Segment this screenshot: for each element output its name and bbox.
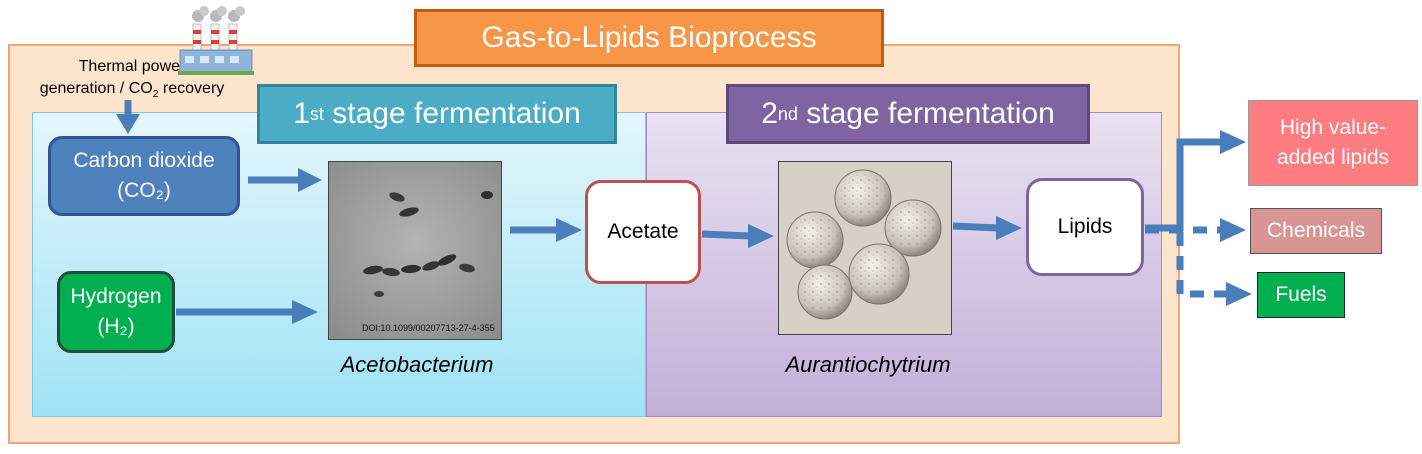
lipids-label: Lipids: [1057, 215, 1113, 238]
chemicals-label: Chemicals: [1266, 219, 1366, 242]
acetate-node: Acetate: [585, 180, 701, 284]
lipids-node: Lipids: [1026, 178, 1144, 276]
diagram-title: Gas-to-Lipids Bioprocess: [414, 9, 884, 67]
title-text: Gas-to-Lipids Bioprocess: [481, 21, 817, 54]
co2-source-suffix: recovery: [158, 80, 225, 97]
chemicals-node: Chemicals: [1250, 208, 1382, 254]
acetobacterium-micrograph: [328, 161, 502, 340]
organism-acetobacterium: Acetobacterium: [340, 352, 494, 377]
stage2-text: stage fermentation: [797, 97, 1055, 130]
co2-label: Carbon dioxide: [73, 149, 215, 172]
acetate-label: Acetate: [607, 220, 679, 243]
acetobacterium-cells-image: [329, 162, 501, 339]
high-value-line2: added lipids: [1276, 146, 1390, 169]
factory-icon: [178, 6, 254, 75]
stage1-text: stage fermentation: [323, 97, 581, 130]
organism-aurantiochytrium: Aurantiochytrium: [785, 352, 951, 377]
aurantiochytrium-cells-image: [779, 162, 951, 334]
h2-label: Hydrogen: [70, 285, 162, 308]
stage1-number: 1: [293, 97, 310, 130]
co2-source-line1: Thermal power: [78, 58, 186, 75]
high-value-line1: High value-: [1279, 116, 1387, 139]
aurantiochytrium-micrograph: [778, 161, 952, 335]
carbon-dioxide-node: Carbon dioxide (CO₂): [48, 136, 240, 216]
h2-formula: (H₂): [97, 315, 135, 338]
co2-source-line2: generation / CO2 recovery: [12, 78, 252, 100]
stage2-number: 2: [761, 97, 778, 130]
co2-source-prefix: generation / CO: [39, 80, 153, 97]
co2-source-label: Thermal power generation / CO2 recovery: [12, 56, 252, 100]
co2-source-subscript: 2: [152, 89, 159, 101]
fuels-label: Fuels: [1275, 283, 1327, 306]
high-value-lipids-node: High value- added lipids: [1248, 100, 1418, 186]
arrow-lipids-to-fuels: [1176, 232, 1228, 298]
hydrogen-node: Hydrogen (H₂): [57, 271, 175, 353]
co2-formula: (CO₂): [117, 179, 171, 202]
image-doi: DOI:10.1099/00207713-27-4-355: [362, 323, 495, 333]
fuels-node: Fuels: [1257, 272, 1345, 318]
